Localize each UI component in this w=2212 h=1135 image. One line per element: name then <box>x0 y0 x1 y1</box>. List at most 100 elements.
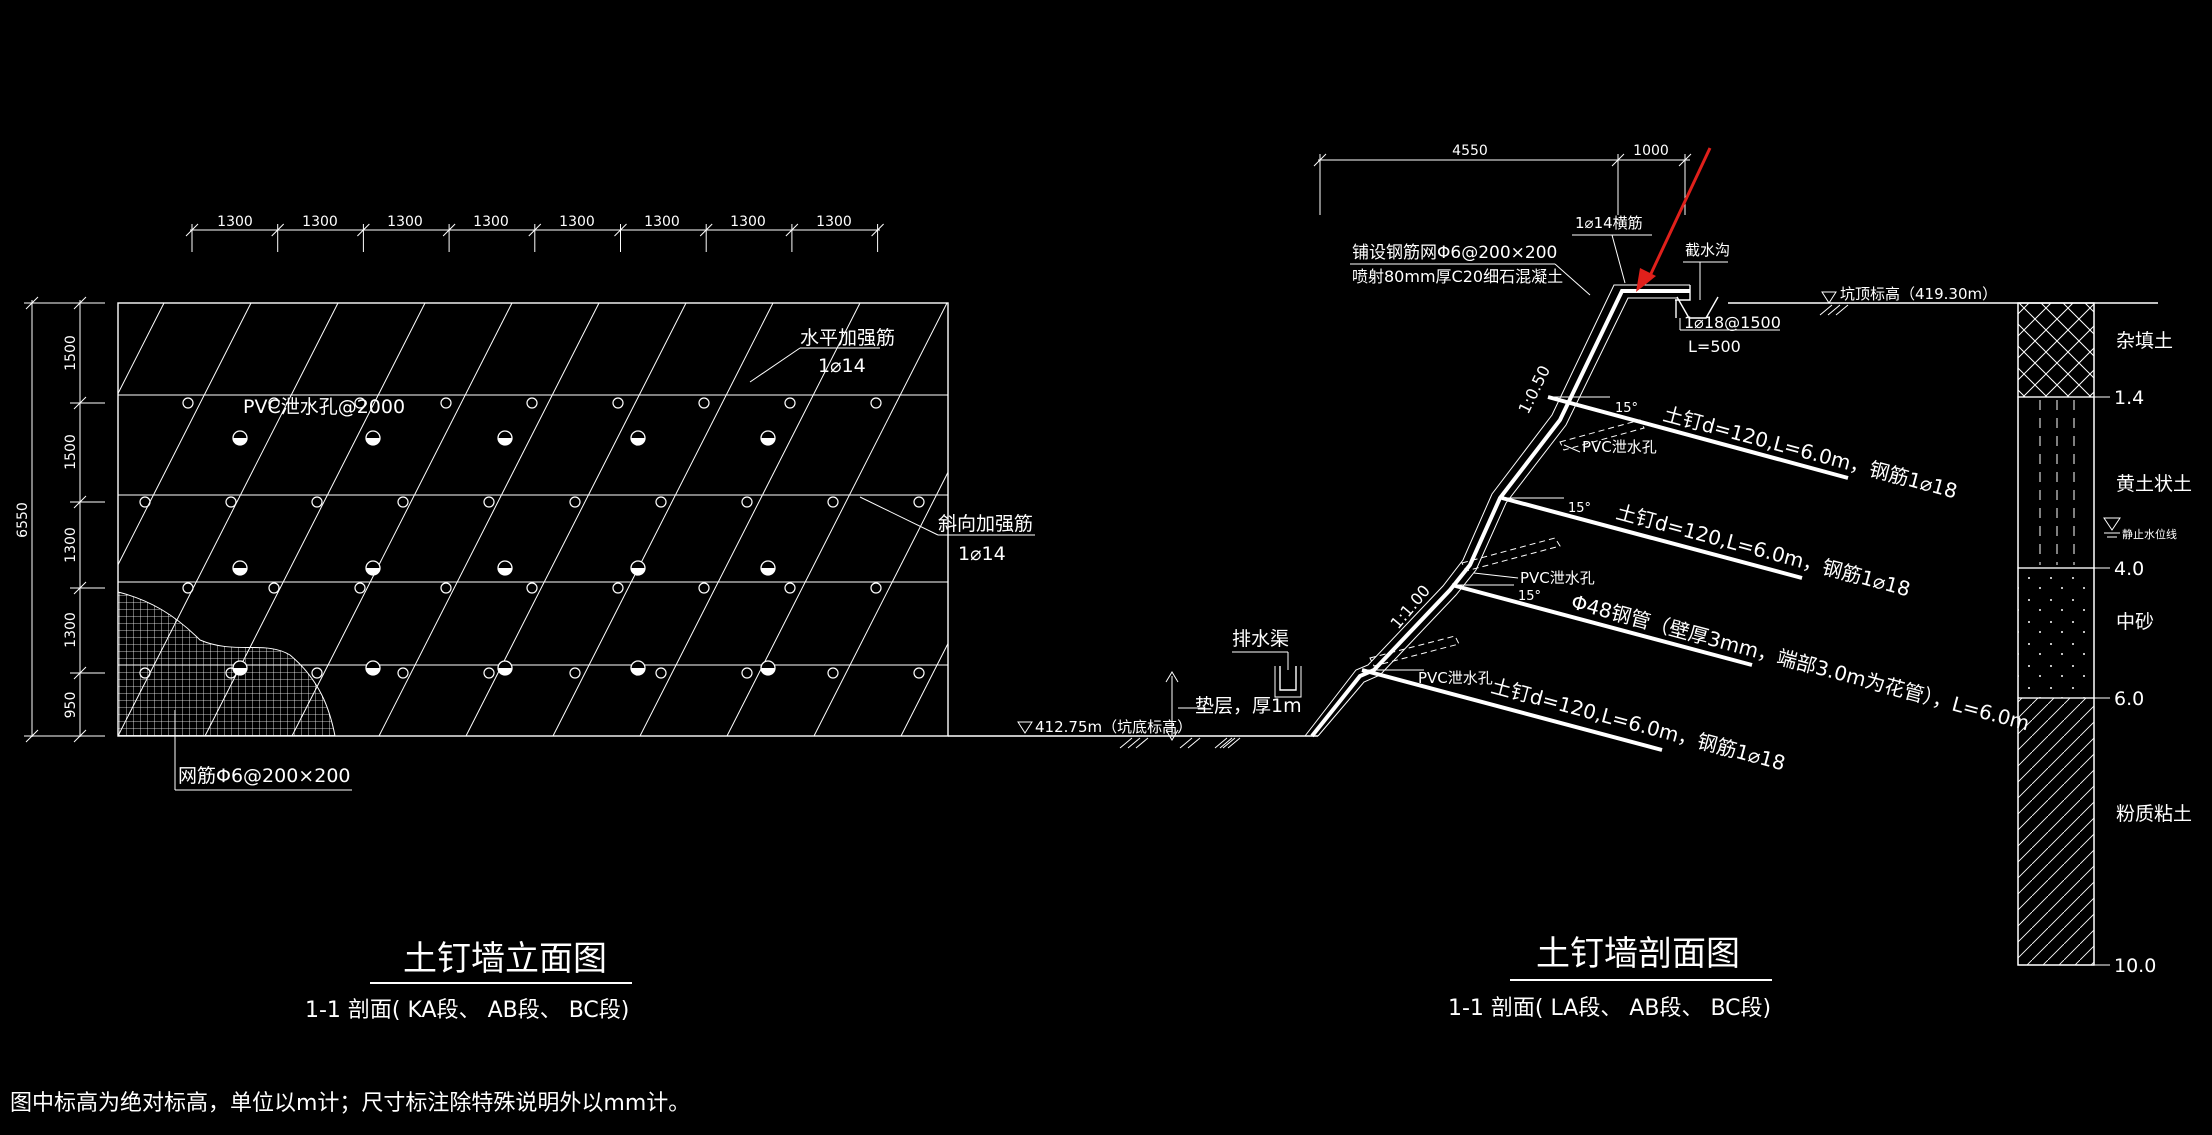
soil-nail-2 <box>1501 496 1803 580</box>
nail-hole <box>440 397 452 409</box>
pvc-hole <box>630 430 646 446</box>
nail-hole <box>913 496 925 508</box>
pvc-hole <box>497 560 513 576</box>
nail-hole <box>569 496 581 508</box>
nail-hole <box>182 397 194 409</box>
pvc-hole <box>365 560 381 576</box>
label-anchor-length: L=500 <box>1688 337 1741 356</box>
soil-layer-2: 黄土状土 <box>2116 473 2192 495</box>
nail-hole <box>612 582 624 594</box>
nail-hole <box>440 582 452 594</box>
label-horizontal-bar-spec: 1⌀14 <box>818 355 866 377</box>
pvc-hole <box>365 660 381 676</box>
nail-hole <box>311 667 323 679</box>
pvc-hole <box>760 560 776 576</box>
soil-layer-3: 中砂 <box>2116 611 2154 633</box>
nail-hole <box>354 397 366 409</box>
leader-diagonal-bar <box>859 496 939 536</box>
section-title: 土钉墙剖面图 <box>1536 934 1740 974</box>
angle-label-2: 15° <box>1568 501 1591 516</box>
label-purlin: 1⌀14横筋 <box>1575 214 1643 232</box>
label-slope-upper: 1:0.50 <box>1515 362 1555 416</box>
nail-hole <box>268 582 280 594</box>
pvc-hole <box>497 430 513 446</box>
pvc-drain-holes <box>232 430 776 676</box>
dim-top-5: 1300 <box>559 214 595 230</box>
label-slope-lower: 1:1.00 <box>1387 581 1434 632</box>
label-ditch: 截水沟 <box>1685 241 1730 259</box>
dim-total: 6550 <box>15 502 31 538</box>
pvc-hole <box>365 430 381 446</box>
elevation-view: 1300 1300 1300 1300 1300 1300 1300 1300 <box>15 214 1318 1023</box>
pvc-hole <box>232 430 248 446</box>
pvc-hole <box>760 660 776 676</box>
nail-hole <box>225 496 237 508</box>
label-anchor-bar: 1⌀18@1500 <box>1684 313 1781 332</box>
dim-top-3: 1300 <box>387 214 423 230</box>
elevation-title: 土钉墙立面图 <box>403 939 607 979</box>
nail-hole <box>741 496 753 508</box>
nail-hole <box>698 582 710 594</box>
elevation-subtitle: 1-1 剖面( KA段、 AB段、 BC段) <box>305 998 629 1023</box>
section-subtitle: 1-1 剖面( LA段、 AB段、 BC段) <box>1448 996 1771 1021</box>
leader-horizontal-bar <box>749 347 801 383</box>
label-pvc-holes: PVC泄水孔@2000 <box>243 396 405 418</box>
red-arrow <box>1636 147 1712 292</box>
nail-hole <box>268 397 280 409</box>
angle-label-1: 15° <box>1615 401 1638 416</box>
elevation-left-dimension <box>24 296 105 743</box>
nail-hole <box>354 582 366 594</box>
soil-nail-1 <box>1547 395 1849 480</box>
nail-hole <box>784 397 796 409</box>
note-line-1: 图中标高为绝对标高，单位以m计；尺寸标注除特殊说明外以mm计。 <box>10 1091 690 1116</box>
label-diagonal-bar: 斜向加强筋 <box>938 513 1033 535</box>
drain-channel <box>1232 651 1302 698</box>
dim-section-2: 1000 <box>1633 143 1669 159</box>
nail-hole <box>698 397 710 409</box>
pvc-hole <box>232 660 248 676</box>
slope-face <box>1304 284 1691 738</box>
ground-hatch <box>1119 737 1241 749</box>
angle-marks <box>1362 396 1610 671</box>
dim-section-1: 4550 <box>1452 143 1488 159</box>
pvc-hole <box>630 560 646 576</box>
nail-hole <box>655 496 667 508</box>
wall-outline <box>117 302 949 737</box>
label-diagonal-bar-spec: 1⌀14 <box>958 543 1006 565</box>
soil-nails <box>1361 395 1849 752</box>
horizontal-bars <box>118 394 948 666</box>
nail-hole <box>526 397 538 409</box>
label-shotcrete: 喷射80mm厚C20细石混凝土 <box>1352 267 1563 286</box>
water-level-label: 静止水位线 <box>2122 527 2177 541</box>
nail-hole <box>526 582 538 594</box>
nail-hole <box>311 496 323 508</box>
nail-hole <box>612 397 624 409</box>
nail-hole <box>784 582 796 594</box>
label-nail-4: 土钉d=120,L=6.0m，钢筋1⌀18 <box>1489 674 1788 776</box>
pvc-drain-pipes <box>1369 419 1645 667</box>
label-mesh: 网筋Φ6@200×200 <box>178 765 351 787</box>
mesh-area <box>117 591 336 737</box>
section-top-dimension <box>1313 153 1692 215</box>
pvc-hole <box>760 430 776 446</box>
dim-top-1: 1300 <box>217 214 253 230</box>
label-mesh-section: 铺设钢筋网Φ6@200×200 <box>1352 243 1557 263</box>
label-pvc-3: PVC泄水孔 <box>1418 669 1493 687</box>
nail-hole <box>397 496 409 508</box>
dim-top-6: 1300 <box>644 214 680 230</box>
label-nail-1: 土钉d=120,L=6.0m，钢筋1⌀18 <box>1661 402 1960 504</box>
label-horizontal-bar: 水平加强筋 <box>800 327 895 349</box>
label-pit-bottom: 412.75m（坑底标高） <box>1035 718 1192 736</box>
toe-hatch <box>1214 737 1236 749</box>
soil-depth-1: 1.4 <box>2114 387 2144 409</box>
soil-layer-1: 杂填土 <box>2116 330 2173 352</box>
nail-holes <box>139 397 925 679</box>
dim-top-8: 1300 <box>816 214 852 230</box>
pvc-hole <box>232 560 248 576</box>
label-pvc-2: PVC泄水孔 <box>1520 569 1595 587</box>
nail-hole <box>870 582 882 594</box>
label-drain-channel: 排水渠 <box>1232 628 1289 650</box>
steel-pipe-3 <box>1451 583 1753 667</box>
nail-hole <box>182 582 194 594</box>
